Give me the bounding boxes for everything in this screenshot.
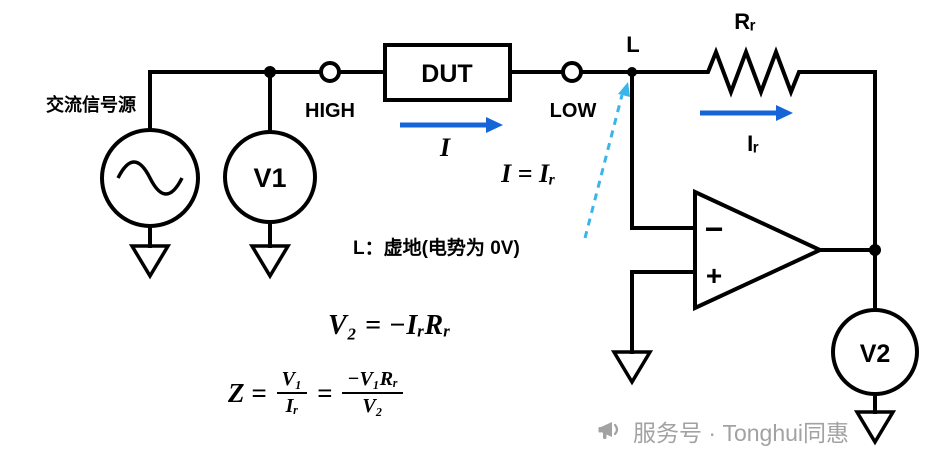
dut-label: DUT xyxy=(421,60,472,88)
high-label: HIGH xyxy=(305,100,355,122)
wires xyxy=(148,70,877,414)
watermark: 服务号 · Tonghui同惠 xyxy=(597,414,849,448)
high-terminal xyxy=(319,61,341,83)
wire-noninverting-input xyxy=(630,270,697,354)
low-terminal xyxy=(561,61,583,83)
formula-z-fraction-1: V₁ Iᵣ xyxy=(276,368,307,418)
ground-icon xyxy=(128,244,172,280)
ac-source-label: 交流信号源 xyxy=(46,94,136,115)
formula-z-lhs: Z = xyxy=(228,377,267,408)
wire xyxy=(148,70,272,132)
virtual-ground-arrow xyxy=(583,82,630,239)
opamp-noninverting-label: + xyxy=(706,260,722,291)
ground-icon xyxy=(248,244,292,280)
v2-meter xyxy=(831,308,919,396)
junction-dot xyxy=(264,66,276,78)
node-l-label: L xyxy=(626,32,639,57)
fraction-denominator: V₂ xyxy=(362,395,383,417)
wire-output xyxy=(818,248,877,312)
node-l-dot xyxy=(627,67,637,77)
watermark-text: 服务号 · Tonghui同惠 xyxy=(633,420,850,446)
v2-label: V2 xyxy=(860,340,891,368)
opamp-inverting-label: − xyxy=(705,211,724,247)
fraction-numerator: −V₁Rᵣ xyxy=(342,368,403,394)
formula-v2: V₂ = −IᵣRᵣ xyxy=(328,310,451,341)
resistor-rr xyxy=(700,46,806,98)
current-identity-label: I = Iᵣ xyxy=(500,159,555,188)
output-junction-dot xyxy=(869,244,881,256)
wire-inverting-input xyxy=(630,70,697,230)
ground-icon xyxy=(853,410,897,446)
formula-z: Z = V₁ Iᵣ = −V₁Rᵣ V₂ xyxy=(228,368,403,418)
dut-box xyxy=(383,43,512,102)
low-label: LOW xyxy=(550,100,597,122)
current-ir-label: Iᵣ xyxy=(747,131,759,156)
virtual-ground-note: L：虚地(电势为 0V) xyxy=(353,236,520,259)
resistor-rr-label: Rᵣ xyxy=(734,9,756,34)
arrow-head-icon xyxy=(776,105,793,121)
arrow-head-icon xyxy=(486,117,503,133)
current-arrow-ir xyxy=(700,105,793,121)
sine-wave-icon xyxy=(116,160,184,196)
fraction-numerator: V₁ xyxy=(276,368,307,394)
ground-icon xyxy=(610,350,654,386)
wire-feedback xyxy=(804,70,877,252)
formula-z-equals: = xyxy=(316,377,333,408)
current-i-label: I xyxy=(439,133,451,162)
opamp xyxy=(693,188,825,312)
arrow-head-icon xyxy=(618,82,630,97)
megaphone-icon xyxy=(598,422,619,439)
fraction-denominator: Iᵣ xyxy=(285,395,298,417)
v1-label: V1 xyxy=(253,163,286,193)
v1-meter xyxy=(223,130,317,224)
current-arrow-i xyxy=(400,117,503,133)
ground-symbols xyxy=(128,244,897,446)
formula-z-fraction-2: −V₁Rᵣ V₂ xyxy=(342,368,403,418)
